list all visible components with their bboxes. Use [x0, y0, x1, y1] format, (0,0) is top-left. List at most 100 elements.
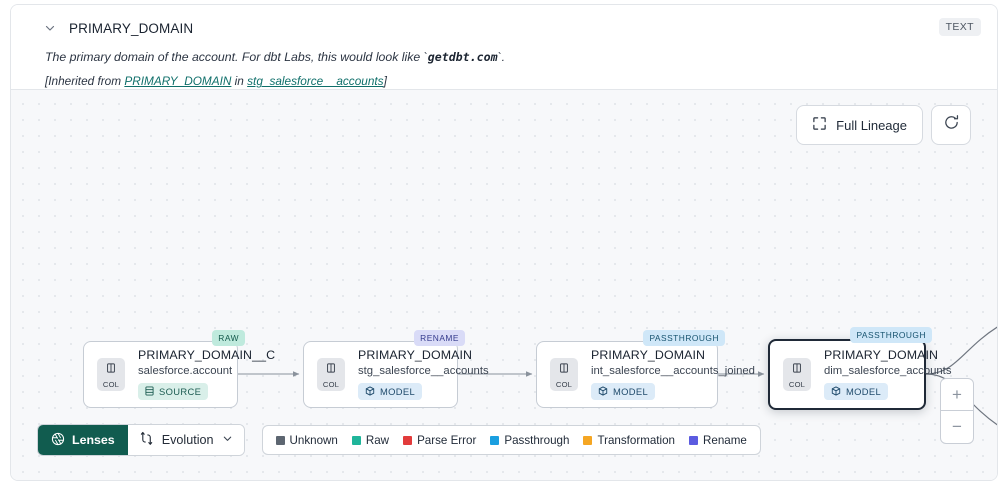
- database-icon: [145, 386, 154, 398]
- description-text-post: `.: [497, 50, 506, 64]
- lineage-node[interactable]: PASSTHROUGH COL PRIMARY_DOMAIN i: [536, 330, 755, 408]
- node-text: PRIMARY_DOMAIN__C salesforce.account SOU: [138, 348, 276, 401]
- column-chip: COL: [550, 358, 578, 391]
- legend-item: Raw: [351, 433, 390, 447]
- status-badge: TEXT: [938, 18, 981, 36]
- legend-item: Passthrough: [490, 434, 569, 447]
- node-type-pill: MODEL: [591, 383, 656, 401]
- node-name: PRIMARY_DOMAIN__C: [138, 348, 276, 363]
- inherited-from-line: [Inherited from PRIMARY_DOMAIN in stg_sa…: [45, 74, 981, 88]
- node-type-label: MODEL: [380, 386, 416, 398]
- node-content: COL PRIMARY_DOMAIN stg_salesforce__accou…: [304, 342, 489, 407]
- cube-icon: [598, 386, 608, 398]
- description-text-pre: The primary domain of the account. For d…: [45, 50, 428, 64]
- inherited-prefix: [Inherited from: [45, 74, 125, 89]
- node-type-label: MODEL: [613, 386, 649, 398]
- inherited-column-link[interactable]: PRIMARY_DOMAIN: [124, 74, 232, 89]
- column-chip-label: COL: [788, 379, 806, 389]
- column-header: PRIMARY_DOMAIN TEXT The primary domain o…: [11, 5, 997, 90]
- legend-label: Raw: [365, 433, 390, 447]
- lineage-edges: [237, 326, 997, 426]
- aperture-icon: [51, 432, 65, 449]
- node-text: PRIMARY_DOMAIN int_salesforce__accounts_…: [591, 348, 755, 401]
- column-description: The primary domain of the account. For d…: [45, 50, 981, 65]
- legend-swatch: [403, 435, 413, 445]
- chevron-down-icon[interactable]: [41, 19, 59, 37]
- cube-icon: [831, 386, 841, 398]
- cube-icon: [365, 386, 375, 398]
- evolution-dropdown[interactable]: Evolution: [127, 425, 244, 455]
- node-type-label: SOURCE: [159, 386, 202, 398]
- node-tag: PASSTHROUGH: [643, 330, 725, 346]
- legend-item: Parse Error: [403, 434, 476, 447]
- node-name: PRIMARY_DOMAIN: [358, 348, 473, 363]
- legend-swatch: [351, 435, 361, 445]
- lineage-node[interactable]: RAW COL PRIMARY_DOMAIN__C salesf: [83, 330, 276, 408]
- node-content: COL PRIMARY_DOMAIN int_salesforce__accou…: [537, 342, 755, 407]
- node-subtitle: stg_salesforce__accounts: [358, 365, 489, 378]
- zoom-out-button[interactable]: −: [952, 417, 962, 436]
- node-tag: PASSTHROUGH: [850, 327, 932, 343]
- legend-item: Transformation: [583, 434, 675, 447]
- column-chip: COL: [97, 358, 125, 391]
- column-icon: [325, 361, 337, 379]
- evolution-label: Evolution: [161, 433, 214, 447]
- header-top-row: PRIMARY_DOMAIN: [27, 15, 981, 41]
- node-type-pill: MODEL: [358, 383, 423, 401]
- node-tag: RENAME: [414, 330, 465, 346]
- column-chip: COL: [783, 358, 811, 391]
- node-type-pill: MODEL: [824, 383, 889, 401]
- description-code: getdbt.com: [427, 50, 498, 64]
- refresh-button[interactable]: [931, 105, 971, 145]
- column-detail-card: PRIMARY_DOMAIN TEXT The primary domain o…: [10, 4, 998, 481]
- legend-swatch: [275, 435, 285, 445]
- lenses-label: Lenses: [72, 433, 115, 447]
- lineage-canvas[interactable]: Full Lineage RAW: [11, 90, 997, 480]
- legend-swatch: [689, 435, 698, 445]
- inherited-model-link[interactable]: stg_salesforce__accounts: [247, 74, 384, 89]
- column-icon: [558, 361, 570, 379]
- chevron-down-icon: [222, 433, 233, 447]
- node-name: PRIMARY_DOMAIN: [824, 348, 939, 363]
- lineage-node[interactable]: RENAME COL PRIMARY_DOMAIN stg_sa: [303, 330, 489, 408]
- canvas-toolbar: Full Lineage: [796, 105, 971, 145]
- node-content: COL PRIMARY_DOMAIN dim_salesforce_accoun…: [770, 341, 952, 408]
- node-subtitle: salesforce.account: [138, 365, 233, 378]
- node-type-label: MODEL: [846, 386, 882, 398]
- legend-swatch: [490, 435, 500, 445]
- expand-icon: [812, 116, 827, 134]
- lenses-evolution-group: Lenses Evolution: [37, 424, 245, 456]
- legend-item: Unknown: [275, 433, 338, 447]
- node-subtitle: dim_salesforce_accounts: [824, 365, 952, 378]
- column-chip-label: COL: [322, 379, 340, 389]
- lineage-node-selected[interactable]: PASSTHROUGH COL PRIMARY_DOMAIN d: [768, 327, 952, 410]
- column-icon: [105, 361, 117, 379]
- zoom-controls: + −: [940, 378, 974, 444]
- canvas-bottom-bar: Lenses Evolution: [37, 424, 761, 456]
- node-tag: RAW: [212, 330, 245, 346]
- inherited-suffix: ]: [383, 74, 387, 89]
- column-chip-label: COL: [102, 379, 120, 389]
- legend-item: Rename: [689, 434, 747, 447]
- full-lineage-button[interactable]: Full Lineage: [796, 105, 923, 145]
- zoom-in-button[interactable]: +: [941, 379, 973, 411]
- legend-label: Transformation: [597, 433, 675, 447]
- lenses-button[interactable]: Lenses: [38, 425, 128, 455]
- column-icon: [791, 361, 803, 379]
- lineage-legend: Unknown Raw Parse Error Passthrough: [261, 425, 761, 455]
- column-chip-label: COL: [555, 379, 573, 389]
- page-title: PRIMARY_DOMAIN: [69, 20, 194, 36]
- inherited-mid: in: [231, 74, 248, 89]
- node-type-pill: SOURCE: [138, 383, 209, 401]
- node-subtitle: int_salesforce__accounts_joined: [591, 365, 755, 378]
- node-text: PRIMARY_DOMAIN dim_salesforce_accounts M…: [824, 348, 952, 401]
- node-content: COL PRIMARY_DOMAIN__C salesforce.account: [84, 342, 276, 407]
- full-lineage-label: Full Lineage: [836, 117, 907, 133]
- legend-swatch: [583, 435, 593, 445]
- legend-label: Unknown: [289, 433, 338, 447]
- evolution-icon: [140, 431, 154, 449]
- node-text: PRIMARY_DOMAIN stg_salesforce__accounts …: [358, 348, 489, 401]
- column-chip: COL: [317, 358, 345, 391]
- refresh-icon: [943, 114, 960, 136]
